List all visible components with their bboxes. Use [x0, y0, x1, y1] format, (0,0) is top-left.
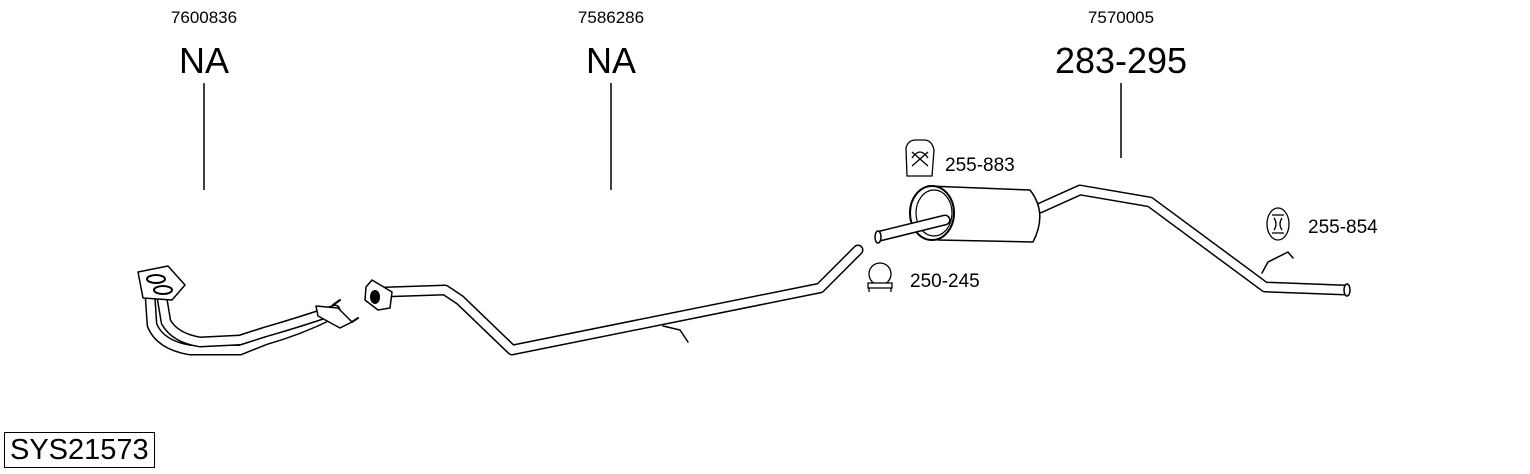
- part-number-middle[interactable]: NA: [585, 40, 637, 81]
- part-number-rear[interactable]: 283-295: [1054, 40, 1188, 81]
- system-id-box: SYS21573: [4, 432, 155, 468]
- rubber-hanger-icon: [1266, 207, 1290, 241]
- rear-silencer: [874, 184, 1351, 297]
- rubber-hanger-icon: [905, 139, 935, 177]
- middle-pipe: [364, 244, 864, 356]
- part-code-front: 7600836: [170, 8, 238, 27]
- part-number-front[interactable]: NA: [178, 40, 230, 81]
- accessory-label-clamp[interactable]: 250-245: [910, 271, 980, 292]
- part-code-rear: 7570005: [1087, 8, 1155, 27]
- accessory-label-hanger-2[interactable]: 255-854: [1308, 217, 1378, 238]
- accessory-label-hanger-1[interactable]: 255-883: [945, 155, 1015, 176]
- front-pipe: [137, 265, 359, 356]
- clamp-icon: [867, 262, 893, 292]
- part-code-middle: 7586286: [577, 8, 645, 27]
